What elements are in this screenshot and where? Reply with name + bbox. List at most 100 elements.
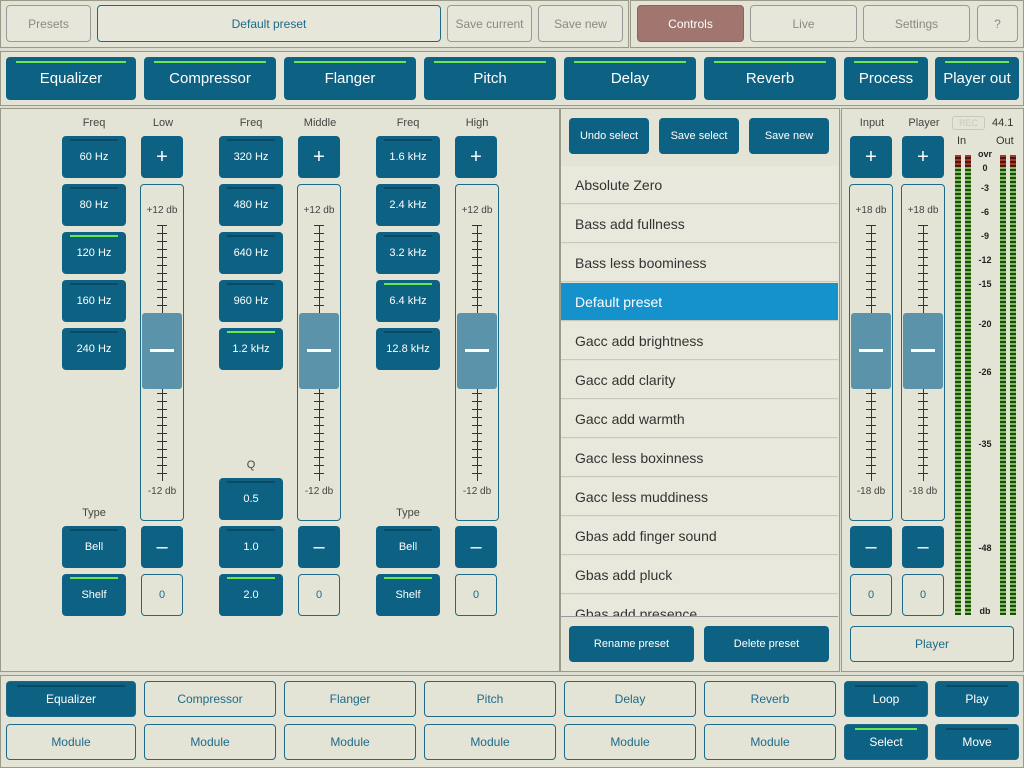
player-slider-handle[interactable]: [903, 313, 943, 389]
player-minus-button[interactable]: –: [902, 526, 944, 568]
presets-button[interactable]: Presets: [6, 5, 91, 42]
tab-delay[interactable]: Delay: [564, 57, 696, 100]
help-button[interactable]: ?: [977, 5, 1018, 42]
tab-pitch[interactable]: Pitch: [424, 57, 556, 100]
low-minus-button[interactable]: –: [141, 526, 183, 568]
mid-q-1-0[interactable]: 1.0: [219, 526, 283, 568]
preset-list-item[interactable]: Gacc add warmth: [561, 400, 838, 438]
module-slot-3[interactable]: Module: [284, 724, 416, 760]
module-slot-2[interactable]: Module: [144, 724, 276, 760]
low-gain-slider[interactable]: +12 db -12 db: [140, 184, 184, 521]
mid-freq-480[interactable]: 480 Hz: [219, 184, 283, 226]
high-type-shelf[interactable]: Shelf: [376, 574, 440, 616]
low-gain-header: Low: [152, 117, 174, 129]
preset-list-item[interactable]: Gacc less boxinness: [561, 439, 838, 477]
bottom-flanger-button[interactable]: Flanger: [284, 681, 416, 717]
controls-tab[interactable]: Controls: [637, 5, 744, 42]
bottom-reverb-button[interactable]: Reverb: [704, 681, 836, 717]
preset-list-item[interactable]: Gacc less muddiness: [561, 478, 838, 516]
preset-list-item-selected[interactable]: Default preset: [561, 283, 838, 321]
high-slider-handle[interactable]: [457, 313, 497, 389]
high-minus-button[interactable]: –: [455, 526, 497, 568]
delete-preset-button[interactable]: Delete preset: [704, 626, 829, 662]
mid-q-2-0[interactable]: 2.0: [219, 574, 283, 616]
module-slot-4[interactable]: Module: [424, 724, 556, 760]
high-freq-3-2k[interactable]: 3.2 kHz: [376, 232, 440, 274]
low-freq-60[interactable]: 60 Hz: [62, 136, 126, 178]
loop-button[interactable]: Loop: [844, 681, 928, 717]
rename-preset-button[interactable]: Rename preset: [569, 626, 694, 662]
preset-list-item[interactable]: Gbas add presence: [561, 595, 838, 616]
tab-compressor[interactable]: Compressor: [144, 57, 276, 100]
mid-minus-button[interactable]: –: [298, 526, 340, 568]
input-minus-button[interactable]: –: [850, 526, 892, 568]
settings-tab[interactable]: Settings: [863, 5, 970, 42]
meter-scale-label: -48: [978, 543, 992, 553]
save-current-button[interactable]: Save current: [447, 5, 532, 42]
tab-reverb[interactable]: Reverb: [704, 57, 836, 100]
preset-list-item[interactable]: Absolute Zero: [561, 166, 838, 204]
save-select-button[interactable]: Save select: [659, 118, 739, 154]
player-value-field[interactable]: 0: [902, 574, 944, 616]
high-freq-1-6k[interactable]: 1.6 kHz: [376, 136, 440, 178]
mid-value-field[interactable]: 0: [298, 574, 340, 616]
save-new-button[interactable]: Save new: [538, 5, 623, 42]
module-slot-5[interactable]: Module: [564, 724, 696, 760]
low-freq-240[interactable]: 240 Hz: [62, 328, 126, 370]
tab-process[interactable]: Process: [844, 57, 928, 100]
bottom-equalizer-button[interactable]: Equalizer: [6, 681, 136, 717]
low-value-field[interactable]: 0: [141, 574, 183, 616]
save-new-preset-button[interactable]: Save new: [749, 118, 829, 154]
bottom-compressor-button[interactable]: Compressor: [144, 681, 276, 717]
module-slot-6[interactable]: Module: [704, 724, 836, 760]
low-freq-160[interactable]: 160 Hz: [62, 280, 126, 322]
input-slider-handle[interactable]: [851, 313, 891, 389]
player-plus-button[interactable]: +: [902, 136, 944, 178]
low-type-shelf[interactable]: Shelf: [62, 574, 126, 616]
mid-freq-640[interactable]: 640 Hz: [219, 232, 283, 274]
input-plus-button[interactable]: +: [850, 136, 892, 178]
mid-slider-handle[interactable]: [299, 313, 339, 389]
mid-freq-960[interactable]: 960 Hz: [219, 280, 283, 322]
move-button[interactable]: Move: [935, 724, 1019, 760]
preset-list-item[interactable]: Gacc add clarity: [561, 361, 838, 399]
low-slider-max-label: +12 db: [146, 205, 178, 216]
high-plus-button[interactable]: +: [455, 136, 497, 178]
preset-list-item[interactable]: Gacc add brightness: [561, 322, 838, 360]
mid-q-0-5[interactable]: 0.5: [219, 478, 283, 520]
mid-gain-slider[interactable]: +12 db -12 db: [297, 184, 341, 521]
bottom-delay-button[interactable]: Delay: [564, 681, 696, 717]
tab-equalizer[interactable]: Equalizer: [6, 57, 136, 100]
undo-select-button[interactable]: Undo select: [569, 118, 649, 154]
live-tab[interactable]: Live: [750, 5, 857, 42]
high-type-bell[interactable]: Bell: [376, 526, 440, 568]
mid-freq-1-2k[interactable]: 1.2 kHz: [219, 328, 283, 370]
mid-freq-320[interactable]: 320 Hz: [219, 136, 283, 178]
high-value-field[interactable]: 0: [455, 574, 497, 616]
module-slot-1[interactable]: Module: [6, 724, 136, 760]
high-freq-2-4k[interactable]: 2.4 kHz: [376, 184, 440, 226]
tab-player-out[interactable]: Player out: [935, 57, 1019, 100]
high-gain-slider[interactable]: +12 db -12 db: [455, 184, 499, 521]
preset-list-item[interactable]: Gbas add pluck: [561, 556, 838, 594]
preset-list-item[interactable]: Gbas add finger sound: [561, 517, 838, 555]
tab-flanger[interactable]: Flanger: [284, 57, 416, 100]
low-type-bell[interactable]: Bell: [62, 526, 126, 568]
input-level-slider[interactable]: +18 db -18 db: [849, 184, 893, 521]
input-value-field[interactable]: 0: [850, 574, 892, 616]
high-freq-6-4k[interactable]: 6.4 kHz: [376, 280, 440, 322]
high-freq-12-8k[interactable]: 12.8 kHz: [376, 328, 440, 370]
low-freq-120[interactable]: 120 Hz: [62, 232, 126, 274]
preset-name-field[interactable]: Default preset: [97, 5, 441, 42]
play-button[interactable]: Play: [935, 681, 1019, 717]
select-button[interactable]: Select: [844, 724, 928, 760]
player-level-slider[interactable]: +18 db -18 db: [901, 184, 945, 521]
low-freq-80[interactable]: 80 Hz: [62, 184, 126, 226]
mid-plus-button[interactable]: +: [298, 136, 340, 178]
preset-list-item[interactable]: Bass add fullness: [561, 205, 838, 243]
low-plus-button[interactable]: +: [141, 136, 183, 178]
player-button[interactable]: Player: [850, 626, 1014, 662]
low-slider-handle[interactable]: [142, 313, 182, 389]
bottom-pitch-button[interactable]: Pitch: [424, 681, 556, 717]
preset-list-item[interactable]: Bass less boominess: [561, 244, 838, 282]
